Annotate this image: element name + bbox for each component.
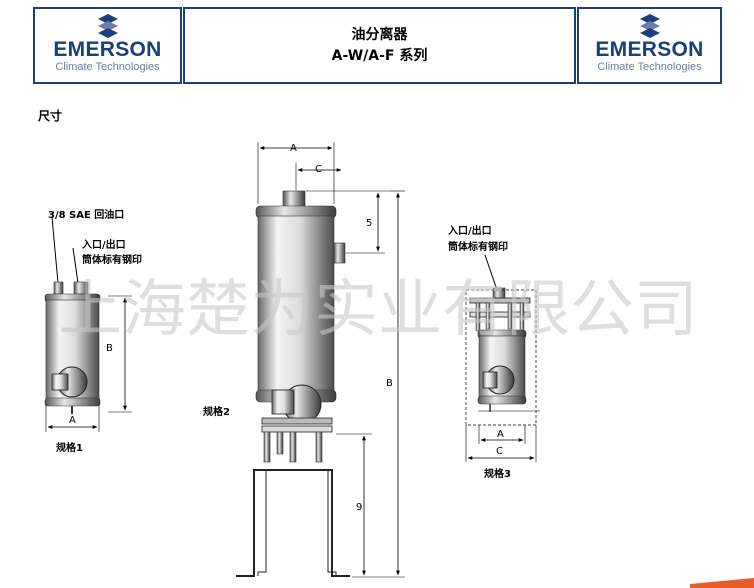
- watermark-text: 上海楚为实业有限公司: [58, 272, 698, 345]
- section-label-dimensions: 尺寸: [38, 109, 63, 123]
- emerson-logo-icon: [639, 14, 660, 38]
- model-3-dim-c: C: [496, 446, 503, 457]
- model-2-dim-b: B: [386, 378, 393, 389]
- model-1-label-inlet-outlet: 入口/出口: [82, 238, 126, 251]
- model-2-dim-c: C: [315, 164, 322, 175]
- model-2-label: 规格2: [203, 405, 230, 418]
- model-3-dim-a: A: [497, 429, 504, 440]
- corner-decoration: [690, 578, 754, 588]
- emerson-logo-icon: [97, 14, 118, 38]
- emerson-logo-right: EMERSON Climate Technologies: [577, 7, 722, 84]
- model-3-label: 规格3: [484, 467, 511, 480]
- brand-subtitle: Climate Technologies: [55, 61, 160, 73]
- model-1-label-stamp: 筒体标有钢印: [82, 253, 142, 266]
- model-1-dim-a: A: [69, 415, 76, 426]
- brand-name: EMERSON: [595, 38, 704, 61]
- model-1-drawing: B A 3/8 SAE 回油口 入口/出口 筒体标有钢印 规格1: [44, 208, 142, 454]
- brand-subtitle: Climate Technologies: [597, 61, 702, 73]
- title-series: A-W/A-F 系列: [331, 48, 428, 64]
- model-3-label-inlet-outlet: 入口/出口: [448, 224, 492, 237]
- document-title-box: 油分离器 A-W/A-F 系列: [183, 7, 576, 84]
- model-2-drawing: A C 5 B 9 规格2: [203, 142, 405, 578]
- title-product: 油分离器: [351, 27, 408, 43]
- label-return-port: 3/8 SAE 回油口: [48, 208, 124, 221]
- model-3-label-stamp: 筒体标有钢印: [448, 240, 508, 253]
- model-1-dim-b: B: [106, 343, 113, 354]
- model-2-dim-9: 9: [356, 502, 362, 513]
- dimension-drawing: B A 3/8 SAE 回油口 入口/出口 筒体标有钢印 规格1: [44, 142, 754, 588]
- model-1-label: 规格1: [56, 441, 83, 454]
- model-2-dim-5: 5: [366, 218, 372, 229]
- brand-name: EMERSON: [53, 38, 162, 61]
- model-3-drawing: A C 入口/出口 筒体标有钢印 规格3: [448, 224, 540, 480]
- model-2-dim-a: A: [290, 143, 297, 154]
- emerson-logo-left: EMERSON Climate Technologies: [33, 7, 182, 84]
